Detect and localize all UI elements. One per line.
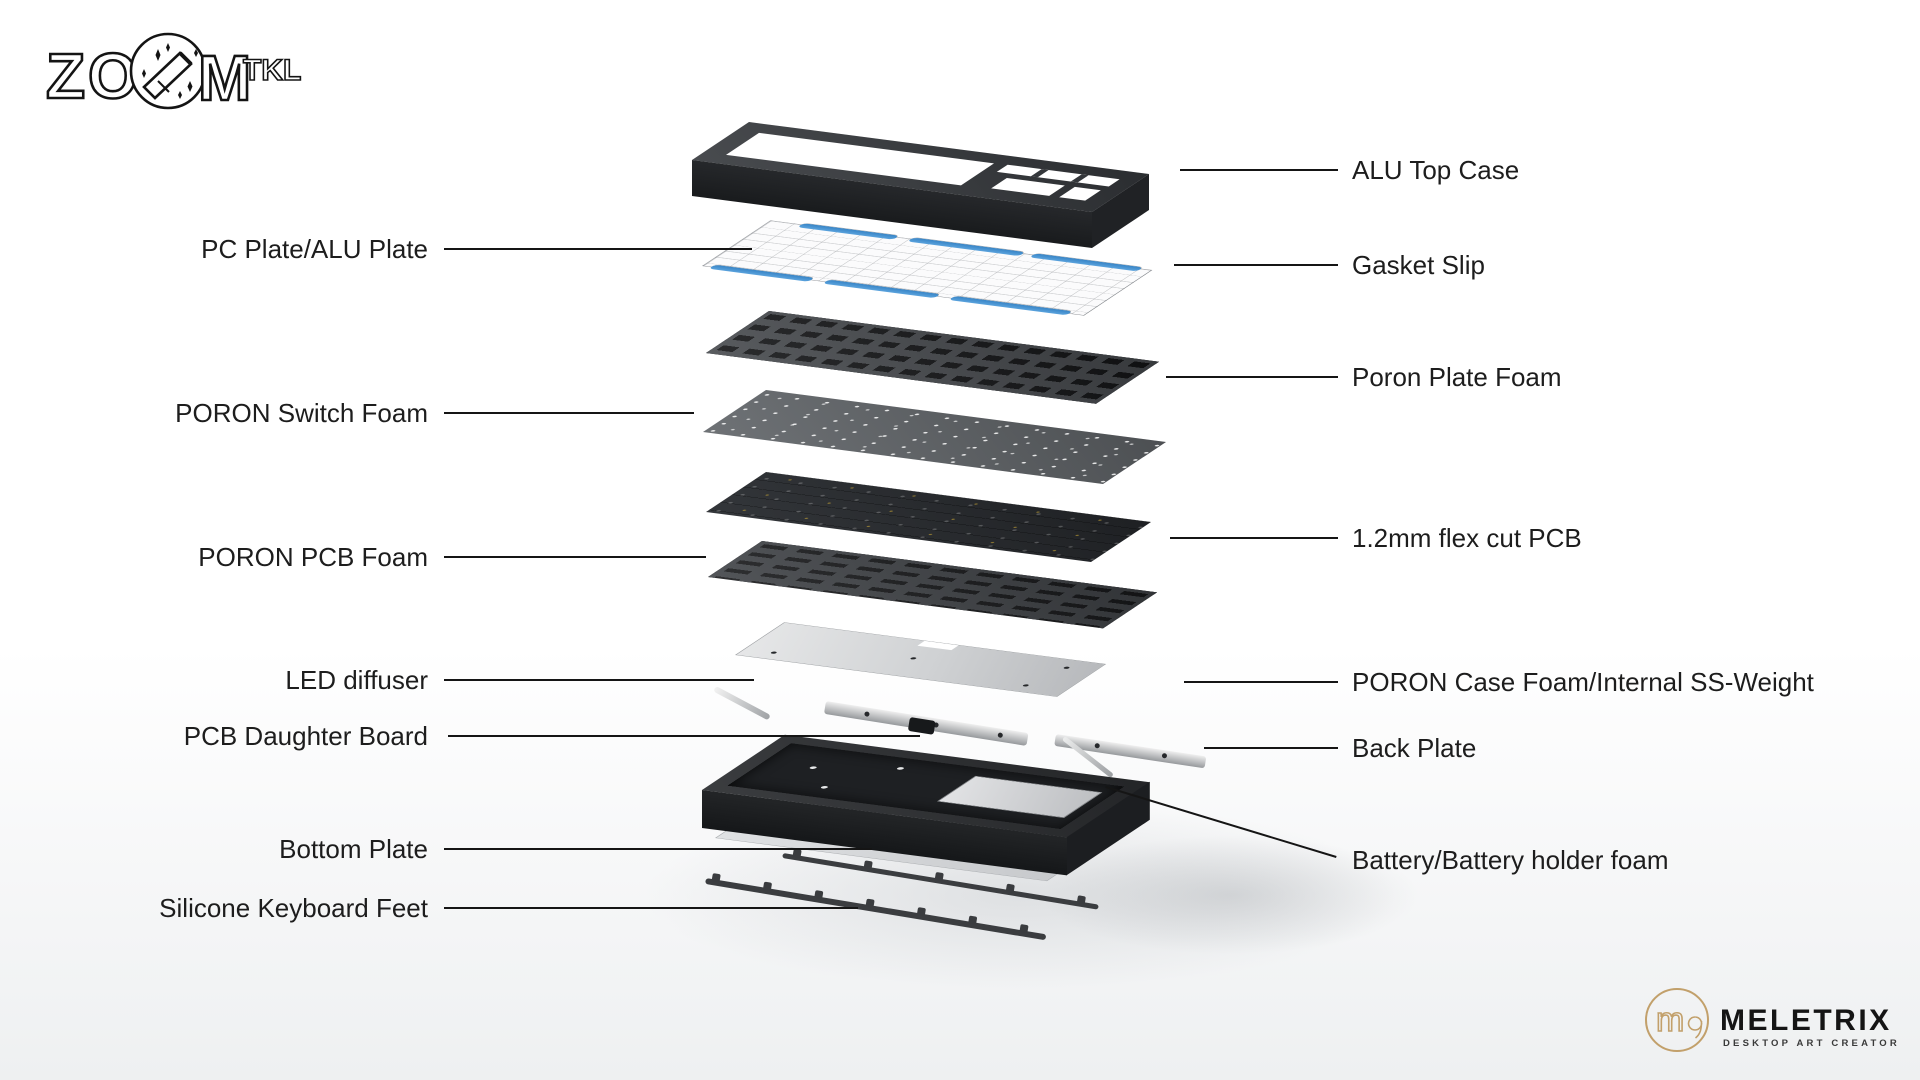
label-bottom-plate: Bottom Plate <box>279 834 428 864</box>
label-plate-foam: Poron Plate Foam <box>1352 362 1562 392</box>
label-pc-plate: PC Plate/ALU Plate <box>201 234 428 264</box>
battery-holder <box>937 775 1103 818</box>
top-case-small-opening <box>1059 186 1101 201</box>
weight-notch <box>917 640 959 651</box>
case-screw <box>895 766 906 771</box>
label-switch-foam: PORON Switch Foam <box>175 398 428 428</box>
meletrix-wordmark: MELETRIX <box>1720 1004 1892 1037</box>
case-screw <box>819 785 830 789</box>
weight-screw <box>1062 666 1071 670</box>
meletrix-monogram-circle-icon <box>1645 988 1709 1052</box>
leader-line-led-diffuser <box>444 679 754 681</box>
leader-line-back-plate <box>1204 747 1338 749</box>
meletrix-monogram-tail-icon <box>1687 1016 1703 1039</box>
leader-line-switch-foam <box>444 412 694 414</box>
label-back-plate: Back Plate <box>1352 733 1477 763</box>
floor-shadow-dark <box>1040 835 1420 955</box>
back-plate-screw <box>997 732 1004 739</box>
logo-letter-m: M <box>198 42 251 114</box>
label-top-case: ALU Top Case <box>1352 155 1520 185</box>
label-pcb-foam: PORON PCB Foam <box>198 542 428 572</box>
foot-nub <box>916 907 926 917</box>
foot-nub <box>1005 883 1015 893</box>
case-foam-ss-weight-layer <box>735 622 1107 697</box>
led-diffuser-rod <box>713 686 771 721</box>
meletrix-logo: m MELETRIX DESKTOP ART CREATOR <box>1645 988 1900 1052</box>
poron-plate-foam-layer <box>706 311 1159 404</box>
weight-screw <box>909 657 918 660</box>
case-screw <box>808 766 818 770</box>
gasket-slip-back <box>907 237 1026 257</box>
top-case-cluster-opening <box>991 177 1065 196</box>
weight-screw <box>769 651 778 654</box>
foot-nub <box>762 881 773 891</box>
gasket-slip-front <box>708 264 815 282</box>
gasket-slip-back <box>1029 253 1144 272</box>
leader-line-feet <box>444 907 858 909</box>
leader-line-case-foam <box>1184 681 1338 683</box>
leader-line-daughter-board <box>448 735 920 737</box>
logo-suffix-tkl: TKL <box>243 54 301 87</box>
foot-nub <box>792 848 802 858</box>
meletrix-monogram: m <box>1656 1001 1684 1039</box>
star-sparkles-icon <box>142 43 198 99</box>
leader-line-pcb-foam <box>444 556 706 558</box>
gasket-slip-front <box>822 279 941 299</box>
foot-nub <box>711 873 721 883</box>
foot-nub <box>865 898 875 908</box>
leader-line-pcb <box>1170 537 1338 539</box>
label-silicone-feet: Silicone Keyboard Feet <box>159 893 428 923</box>
foot-nub <box>934 871 944 882</box>
foot-nub <box>1076 895 1086 905</box>
gasket-slip-back <box>797 223 900 240</box>
leader-line-top-case <box>1180 169 1338 171</box>
label-gasket-slip: Gasket Slip <box>1352 250 1485 280</box>
label-daughter-board: PCB Daughter Board <box>183 721 428 751</box>
back-plate-screw <box>1094 742 1101 749</box>
gasket-slip-front <box>948 295 1073 316</box>
leader-line-pc-plate <box>444 248 752 250</box>
pcb-daughter-board <box>907 717 936 735</box>
zoom-tkl-logo: Z O M TKL <box>45 32 302 115</box>
leader-line-bottom-plate <box>444 848 872 850</box>
foot-nub <box>863 860 873 870</box>
label-led-diffuser: LED diffuser <box>285 665 428 695</box>
label-case-foam-weight: PORON Case Foam/Internal SS-Weight <box>1352 667 1814 697</box>
meletrix-tagline: DESKTOP ART CREATOR <box>1723 1038 1900 1049</box>
poron-switch-foam-layer <box>703 390 1166 484</box>
back-plate-screw <box>864 711 870 717</box>
back-plate-screw <box>1161 752 1168 759</box>
logo-letter-z: Z <box>46 40 85 112</box>
foot-nub <box>814 890 824 900</box>
foot-nub <box>968 915 978 925</box>
foot-nub <box>1019 924 1029 934</box>
label-flex-pcb: 1.2mm flex cut PCB <box>1352 523 1582 553</box>
label-battery-foam: Battery/Battery holder foam <box>1352 845 1669 875</box>
leader-line-gasket <box>1174 264 1338 266</box>
weight-screw <box>1021 684 1030 687</box>
leader-line-plate-foam <box>1166 376 1338 378</box>
